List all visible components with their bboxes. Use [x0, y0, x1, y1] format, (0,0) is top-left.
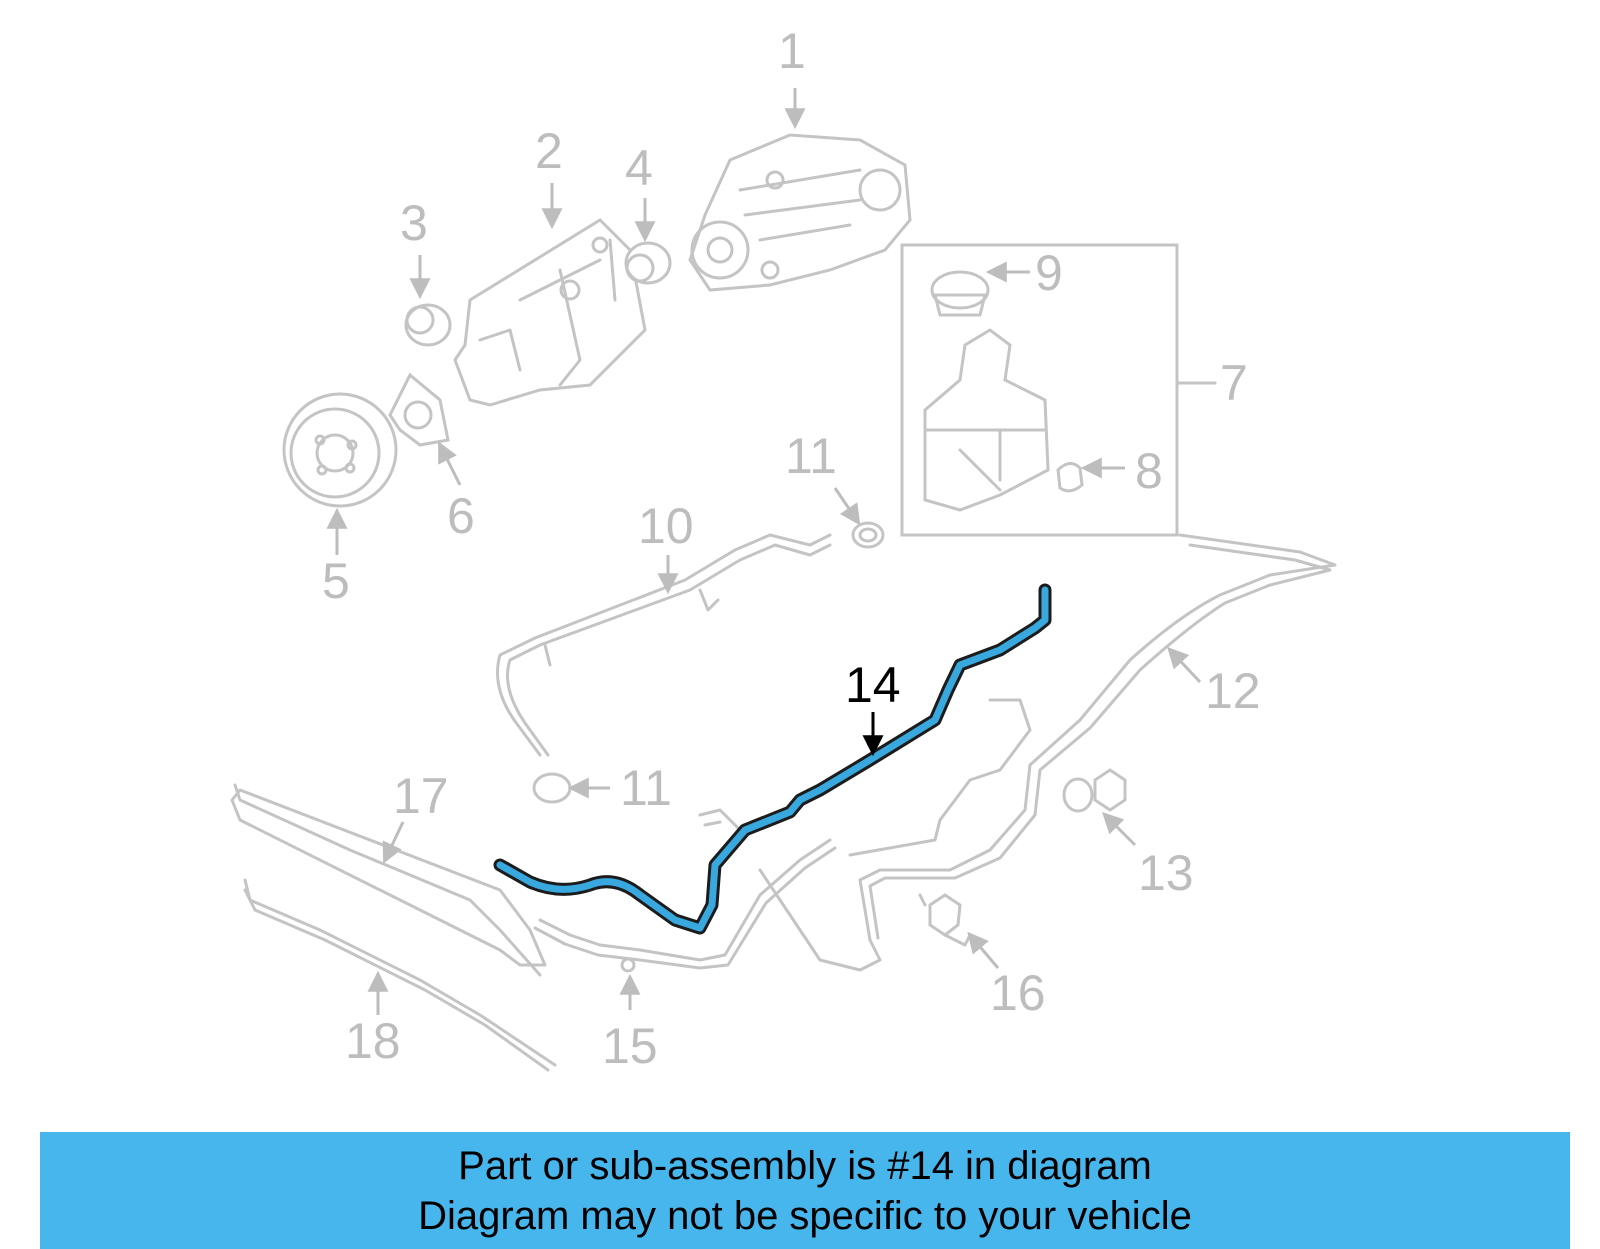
pump-part-1: [688, 133, 912, 292]
callout-17: 17: [393, 768, 449, 824]
clamp-part-11-lower: [532, 772, 572, 804]
clamp-part-11-upper: [851, 521, 885, 549]
gasket-part-6: [388, 372, 450, 447]
callout-18: 18: [345, 1013, 401, 1069]
bushing-part-4: [624, 241, 672, 285]
callout-6: 6: [447, 488, 475, 544]
callout-12: 12: [1205, 663, 1261, 719]
callout-7: 7: [1220, 355, 1248, 411]
banner-line-2: Diagram may not be specific to your vehi…: [418, 1193, 1192, 1238]
callout-4: 4: [625, 140, 653, 196]
pulley-part-5: [282, 392, 398, 508]
parts-diagram: 1 2 3 4 5 6 7 8 9 10 11 11 12 13 14 15 1…: [230, 23, 1337, 1074]
callout-10: 10: [638, 498, 694, 554]
callout-11-upper: 11: [785, 428, 837, 484]
bushing-part-3: [404, 303, 452, 347]
callout-2: 2: [535, 123, 563, 179]
callout-13: 13: [1138, 845, 1194, 901]
pressure-hose-part-12: [758, 533, 1337, 972]
callout-3: 3: [400, 195, 428, 251]
callout-5: 5: [322, 553, 350, 609]
return-line-part-10: [496, 533, 832, 757]
valve-part-16: [918, 893, 972, 947]
reservoir-assembly-part-7: [900, 243, 1217, 537]
callout-arrows: [326, 88, 1202, 1015]
info-banner: Part or sub-assembly is #14 in diagram D…: [40, 1132, 1570, 1249]
callout-1: 1: [778, 23, 806, 79]
hose-part-14-highlighted: [493, 583, 1052, 935]
callout-8: 8: [1135, 443, 1163, 499]
callout-16: 16: [990, 965, 1046, 1021]
bolt-part-13: [1062, 768, 1127, 813]
callout-15: 15: [602, 1018, 658, 1074]
callout-14: 14: [845, 657, 901, 713]
cooler-line-part-15: [533, 808, 837, 973]
banner-line-1: Part or sub-assembly is #14 in diagram: [458, 1143, 1152, 1188]
callout-9: 9: [1035, 245, 1063, 301]
bracket-part-2: [453, 218, 647, 407]
callout-11-lower: 11: [620, 760, 672, 816]
rack-shield-part-17: [230, 783, 547, 977]
line-part-18: [243, 878, 557, 1072]
